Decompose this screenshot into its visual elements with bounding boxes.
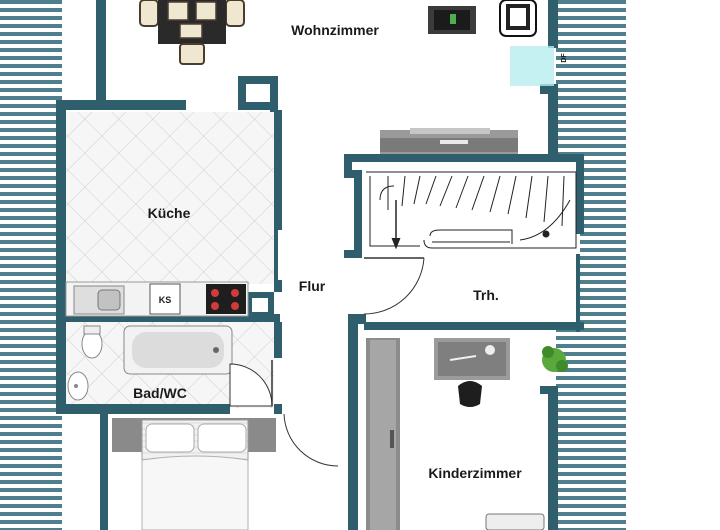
desk-chair [458, 381, 482, 407]
stair-door [363, 257, 425, 315]
room-label-flur: Flur [299, 278, 326, 294]
room-label-wohnzimmer: Wohnzimmer [291, 22, 379, 38]
kitchen-tile-floor [66, 112, 274, 284]
armchair [499, 0, 537, 37]
room-label-bad: Bad/WC [133, 385, 187, 401]
desk [434, 338, 510, 380]
wardrobe [366, 338, 400, 530]
tv-stand [428, 6, 476, 34]
washbasin [67, 371, 89, 401]
roof-window: DF [510, 46, 568, 86]
toilet [81, 325, 103, 359]
walls [56, 0, 584, 530]
roof-window-label: DF [561, 53, 568, 63]
plant [542, 346, 568, 372]
fridge-label: KS [159, 295, 172, 305]
hall-door [283, 413, 339, 467]
bathtub [123, 325, 233, 375]
double-bed [112, 418, 276, 530]
staircase [366, 171, 577, 250]
child-bed [485, 513, 545, 530]
room-label-kinderzimmer: Kinderzimmer [428, 465, 522, 481]
sideboard [380, 128, 518, 154]
bathroom-door [229, 360, 273, 407]
roof-slope-left [0, 0, 62, 530]
dining-table-set [139, 0, 245, 65]
kitchen-counter: KS [65, 281, 249, 317]
room-label-kueche: Küche [148, 205, 191, 221]
room-label-treppenhaus: Trh. [473, 287, 499, 303]
